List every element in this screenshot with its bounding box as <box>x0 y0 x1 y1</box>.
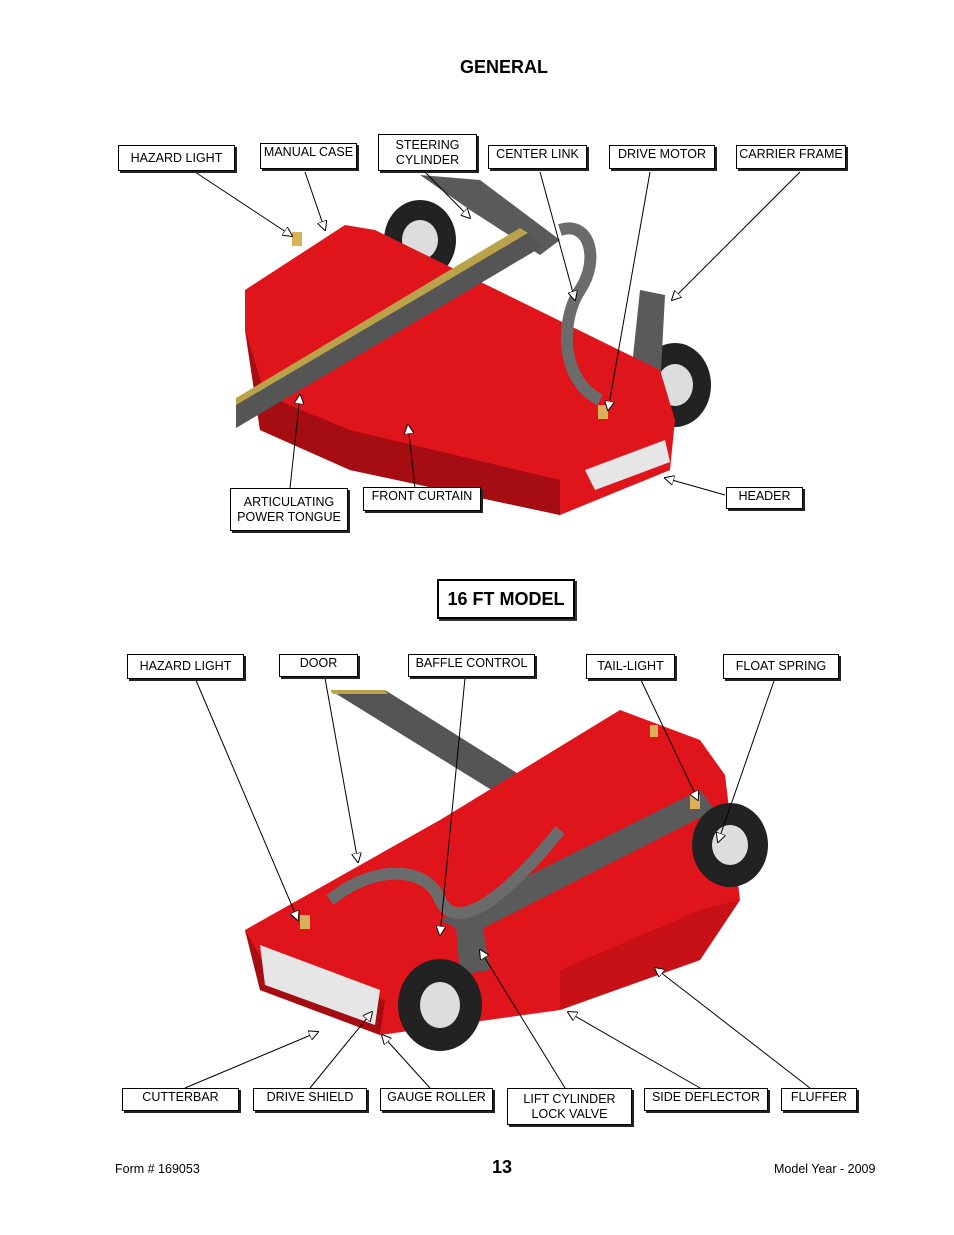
label-articulating-power-tongue: ARTICULATING POWER TONGUE <box>230 488 348 531</box>
footer-model-year: Model Year - 2009 <box>774 1162 876 1176</box>
footer-form-number: Form # 169053 <box>115 1162 200 1176</box>
label-float-spring: FLOAT SPRING <box>723 654 839 679</box>
label-steering-cylinder: STEERING CYLINDER <box>378 134 477 171</box>
label-side-deflector: SIDE DEFLECTOR <box>644 1088 768 1111</box>
label-carrier-frame: CARRIER FRAME <box>736 145 846 169</box>
label-drive-shield: DRIVE SHIELD <box>253 1088 367 1111</box>
label-gauge-roller: GAUGE ROLLER <box>380 1088 493 1111</box>
label-tail-light: TAIL-LIGHT <box>586 654 675 679</box>
label-center-link: CENTER LINK <box>488 145 587 169</box>
section-title-16ft-model: 16 FT MODEL <box>437 579 575 619</box>
16ft-mower-image <box>245 690 768 1051</box>
general-mower-image <box>236 175 711 515</box>
label-baffle-control: BAFFLE CONTROL <box>408 654 535 677</box>
label-manual-case: MANUAL CASE <box>260 143 357 169</box>
page-number: 13 <box>492 1157 513 1177</box>
label-drive-motor: DRIVE MOTOR <box>609 145 715 169</box>
section-title-general: GENERAL <box>460 57 549 77</box>
label-hazard-light: HAZARD LIGHT <box>118 145 235 171</box>
label-front-curtain: FRONT CURTAIN <box>363 487 481 511</box>
label-hazard-light-16ft: HAZARD LIGHT <box>127 654 244 679</box>
label-cutterbar: CUTTERBAR <box>122 1088 239 1111</box>
label-header: HEADER <box>726 487 803 509</box>
label-lift-cylinder-lock-valve: LIFT CYLINDER LOCK VALVE <box>507 1088 632 1125</box>
label-fluffer: FLUFFER <box>781 1088 857 1111</box>
label-door: DOOR <box>279 654 358 677</box>
